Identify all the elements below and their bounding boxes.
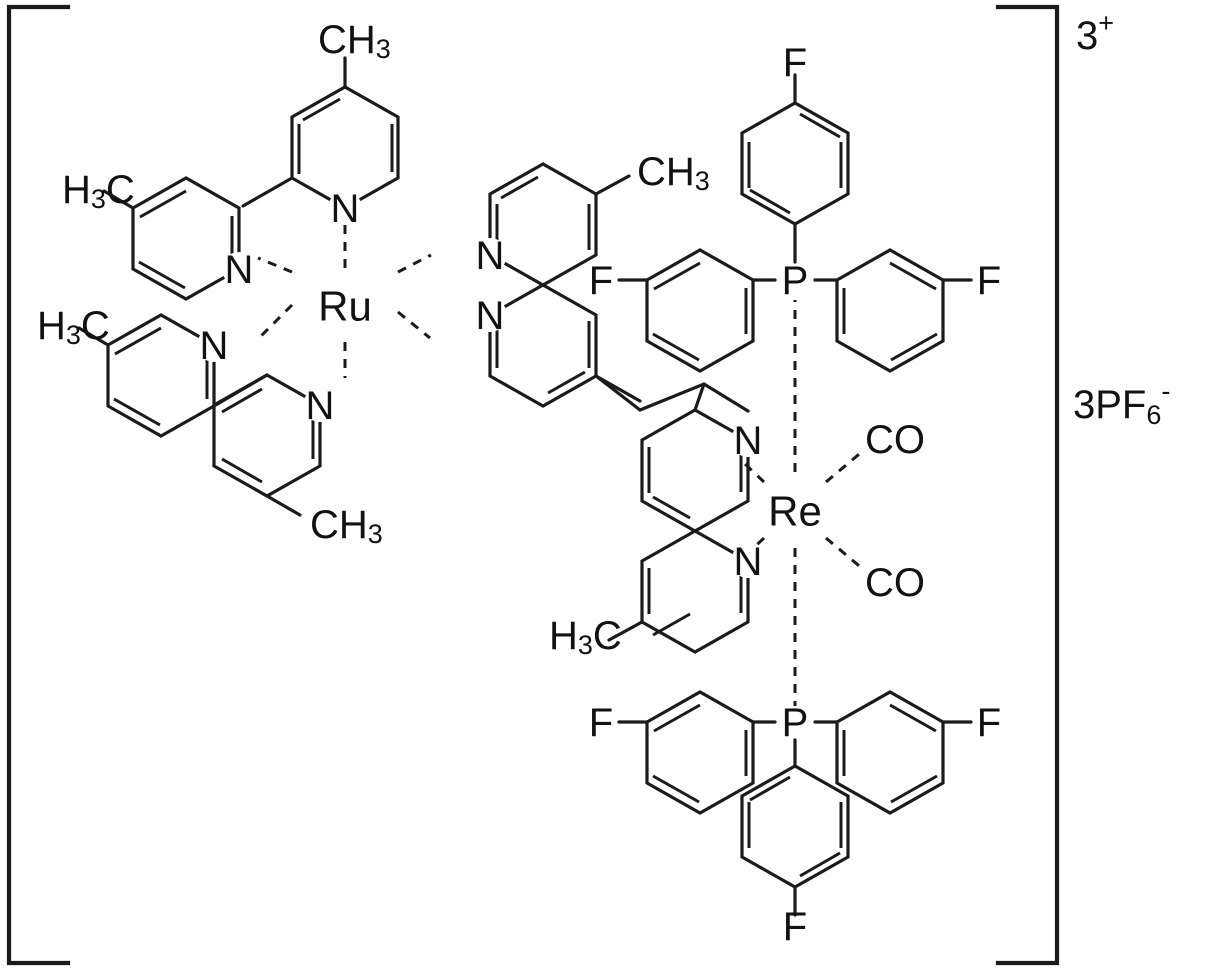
bracket-right [995, 4, 1060, 966]
methyl-label-mid-left: H3C [37, 304, 110, 350]
nitrogen-label-ru-5: N [476, 234, 505, 278]
methyl-label-upper-right: CH3 [637, 150, 710, 196]
fluorine-label-bottom-left: F [589, 701, 613, 745]
nitrogen-label-ru-6: N [476, 294, 505, 338]
phosphine-bottom-ring-apex [740, 738, 850, 917]
ru-coordination-bonds [254, 222, 432, 378]
ru-atom-label: Ru [318, 283, 372, 330]
methyl-label-re-bipy: H3C [549, 614, 622, 660]
nitrogen-label-re-1: N [734, 419, 763, 463]
bipy-bridging-re-ring-upper [640, 382, 750, 533]
phosphine-top-ring-apex [740, 73, 850, 264]
methyl-label-upper-left: H3C [62, 168, 135, 214]
phosphine-top-ring-right [813, 248, 973, 373]
bipy-top-left-ring-upper [290, 56, 400, 210]
methyl-label-lower-left: CH3 [310, 503, 383, 549]
nitrogen-label-re-2: N [734, 540, 763, 584]
bipy-bottom-left-ring-right [212, 373, 322, 517]
phosphine-bottom-ring-right [813, 690, 973, 815]
label-masks [197, 191, 815, 738]
fluorine-label-top-apex: F [783, 41, 807, 85]
re-coordination-bonds [742, 300, 865, 718]
methyl-label-top: CH3 [318, 18, 391, 64]
fluorine-label-top-left: F [589, 259, 613, 303]
re-atom-label: Re [768, 488, 822, 535]
phosphine-bottom-ring-left [617, 690, 777, 815]
fluorine-label-top-right: F [977, 259, 1001, 303]
bipy-bridging-re-ring-lower [607, 529, 750, 654]
fluorine-label-bottom-apex: F [783, 905, 807, 949]
cation-charge-label: 3+ [1076, 8, 1114, 58]
nitrogen-label-ru-3: N [200, 324, 229, 368]
phosphorus-label-bottom: P [782, 701, 809, 745]
carbonyl-label-lower: CO [865, 561, 925, 605]
phosphorus-label-top: P [782, 259, 809, 303]
counterion-label: 3PF6- [1073, 376, 1170, 430]
nitrogen-label-ru-2: N [225, 248, 254, 292]
nitrogen-label-ru-4: N [306, 384, 335, 428]
bipy-bridging-ru-ring-lower [488, 283, 642, 408]
carbonyl-label-upper: CO [865, 418, 925, 462]
fluorine-label-bottom-right: F [977, 701, 1001, 745]
phosphine-top-ring-left [617, 248, 777, 373]
bracket-left [6, 4, 71, 966]
nitrogen-label-ru-1: N [331, 187, 360, 231]
ethylene-bridge [594, 374, 750, 413]
